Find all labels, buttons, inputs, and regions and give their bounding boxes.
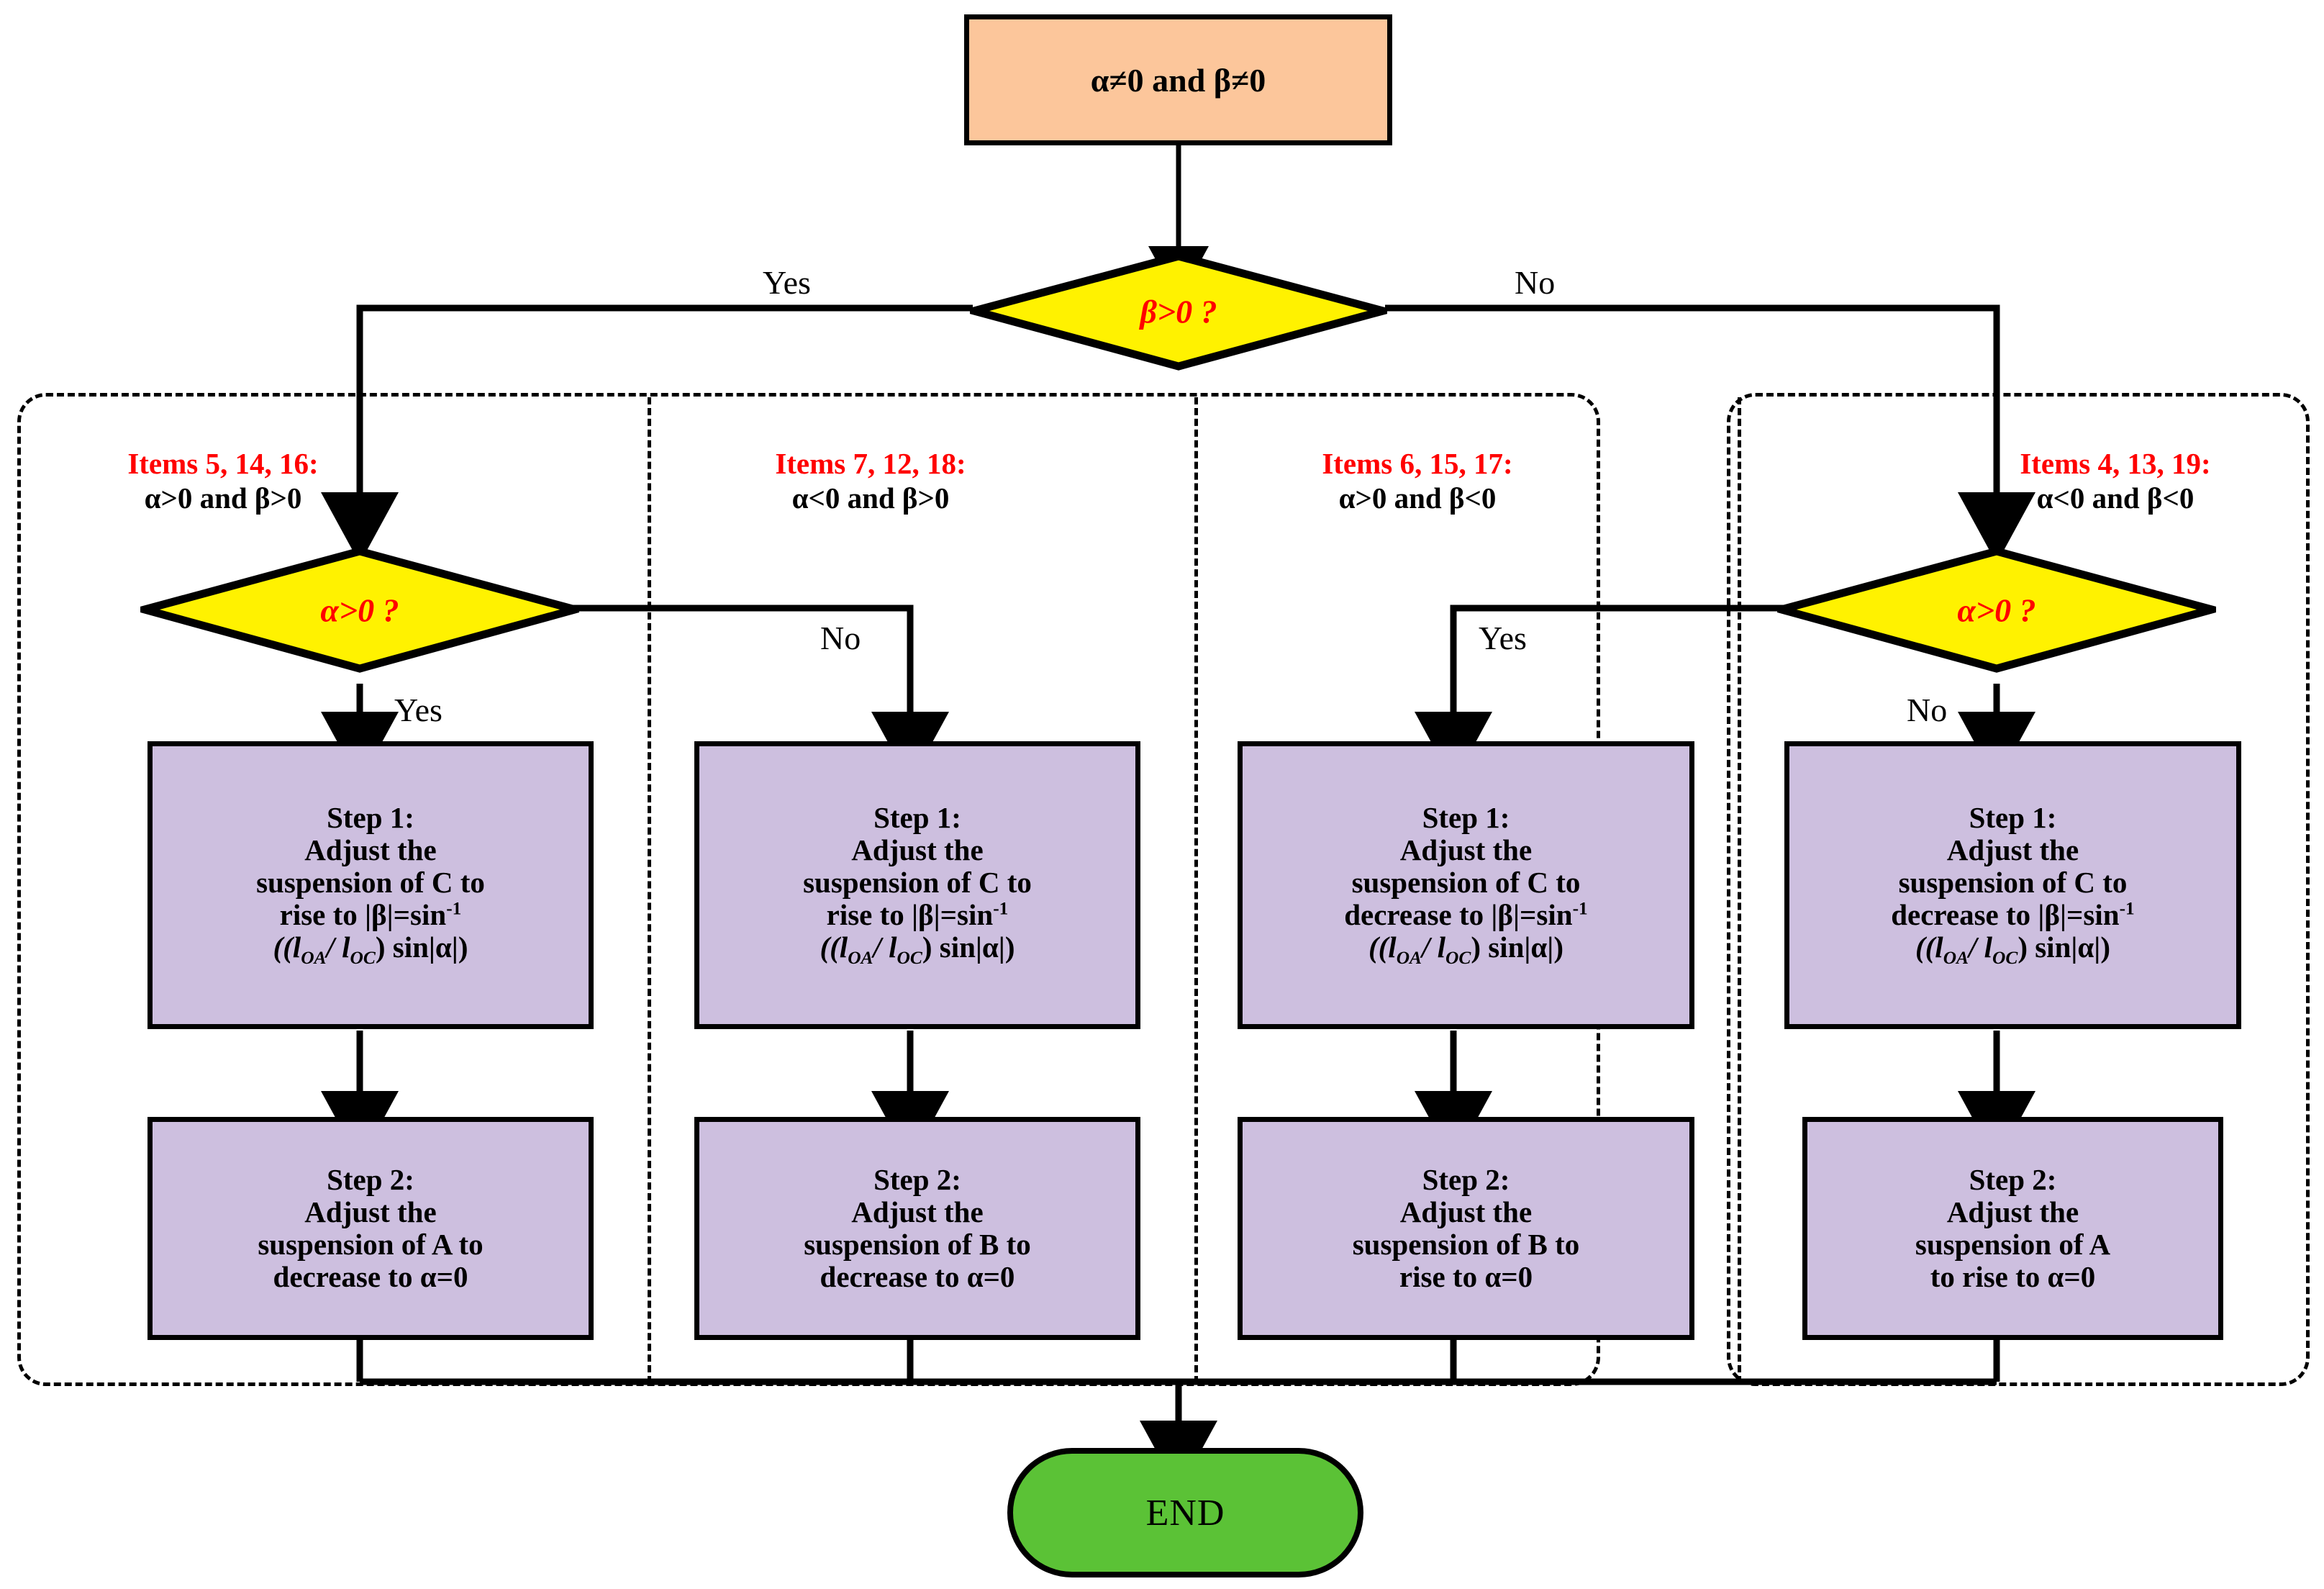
step1-line2-col2: suspension of C to xyxy=(803,865,1032,899)
step1-line4-col4: ((lOA/ lOC) sin|α|) xyxy=(1915,931,2110,969)
step2-heading-col2: Step 2: xyxy=(873,1162,961,1196)
step1-heading-col3: Step 1: xyxy=(1422,800,1510,834)
step1-box-col3[interactable]: Step 1: Adjust the suspension of C to de… xyxy=(1238,741,1694,1029)
step2-heading-col1: Step 2: xyxy=(327,1162,414,1196)
step2-line2-col2: suspension of B to xyxy=(804,1228,1031,1261)
step1-line3-col3: decrease to |β|=sin-1 xyxy=(1344,898,1588,932)
step2-line1-col4: Adjust the xyxy=(1946,1195,2079,1228)
start-node[interactable]: α≠0 and β≠0 xyxy=(964,14,1392,145)
step1-line3-col1: rise to |β|=sin-1 xyxy=(279,898,462,932)
edge-label-root-yes: Yes xyxy=(763,264,811,301)
edge-label-left-yes: Yes xyxy=(394,692,442,728)
step1-line1-col2: Adjust the xyxy=(851,833,984,866)
step1-line4-col3: ((lOA/ lOC) sin|α|) xyxy=(1368,931,1563,969)
items-condition-col3: α>0 and β<0 xyxy=(1338,481,1497,515)
step2-line3-col4: to rise to α=0 xyxy=(1930,1260,2096,1294)
step2-heading-col4: Step 2: xyxy=(1969,1162,2057,1196)
step1-box-col1[interactable]: Step 1: Adjust the suspension of C to ri… xyxy=(147,741,594,1029)
step1-box-col4[interactable]: Step 1: Adjust the suspension of C to de… xyxy=(1784,741,2241,1029)
end-node[interactable]: END xyxy=(1007,1448,1363,1577)
step1-line1-col4: Adjust the xyxy=(1946,833,2079,866)
items-condition-col2: α<0 and β>0 xyxy=(791,481,950,515)
step2-line1-col3: Adjust the xyxy=(1399,1195,1533,1228)
step1-line4-col1: ((lOA/ lOC) sin|α|) xyxy=(273,931,468,969)
group-box-right xyxy=(1727,393,2310,1386)
items-label-col4: Items 4, 13, 19: α<0 and β<0 xyxy=(1935,446,2295,516)
step1-box-col2[interactable]: Step 1: Adjust the suspension of C to ri… xyxy=(694,741,1140,1029)
items-title-col1: Items 5, 14, 16: xyxy=(127,447,319,480)
items-condition-col4: α<0 and β<0 xyxy=(2036,481,2194,515)
step1-line2-col3: suspension of C to xyxy=(1351,865,1581,899)
step2-box-col2[interactable]: Step 2: Adjust the suspension of B to de… xyxy=(694,1117,1140,1340)
step2-line1-col1: Adjust the xyxy=(304,1195,437,1228)
items-label-col1: Items 5, 14, 16: α>0 and β>0 xyxy=(43,446,403,516)
step2-line3-col3: rise to α=0 xyxy=(1399,1260,1533,1294)
step1-line3-col4: decrease to |β|=sin-1 xyxy=(1891,898,2135,932)
step2-box-col4[interactable]: Step 2: Adjust the suspension of A to ri… xyxy=(1802,1117,2223,1340)
step2-line3-col2: decrease to α=0 xyxy=(820,1260,1015,1294)
step2-line2-col4: suspension of A xyxy=(1915,1228,2111,1261)
step1-line1-col1: Adjust the xyxy=(304,833,437,866)
items-title-col2: Items 7, 12, 18: xyxy=(775,447,966,480)
step1-line1-col3: Adjust the xyxy=(1399,833,1533,866)
step1-line3-col2: rise to |β|=sin-1 xyxy=(826,898,1009,932)
decision-alpha-gt-0-right[interactable]: α>0 ? xyxy=(1766,547,2227,673)
lane-divider-3 xyxy=(1738,397,1741,1383)
step2-box-col1[interactable]: Step 2: Adjust the suspension of A to de… xyxy=(147,1117,594,1340)
step2-line1-col2: Adjust the xyxy=(851,1195,984,1228)
end-node-label: END xyxy=(1145,1492,1225,1534)
step1-line2-col1: suspension of C to xyxy=(256,865,485,899)
lane-divider-2 xyxy=(1194,397,1198,1383)
edge-label-right-yes: Yes xyxy=(1479,620,1527,656)
edge-label-right-no: No xyxy=(1907,692,1948,728)
lane-divider-1 xyxy=(648,397,651,1383)
step2-box-col3[interactable]: Step 2: Adjust the suspension of B to ri… xyxy=(1238,1117,1694,1340)
step2-line2-col1: suspension of A to xyxy=(258,1228,484,1261)
step1-line2-col4: suspension of C to xyxy=(1898,865,2128,899)
diamond-shape xyxy=(958,252,1399,371)
diamond-shape xyxy=(1766,547,2227,673)
step1-heading-col4: Step 1: xyxy=(1969,800,2057,834)
items-label-col3: Items 6, 15, 17: α>0 and β<0 xyxy=(1238,446,1597,516)
items-label-col2: Items 7, 12, 18: α<0 and β>0 xyxy=(691,446,1050,516)
step1-heading-col2: Step 1: xyxy=(873,800,961,834)
start-node-label: α≠0 and β≠0 xyxy=(1090,61,1266,99)
edge-label-left-no: No xyxy=(820,620,861,656)
step2-heading-col3: Step 2: xyxy=(1422,1162,1510,1196)
items-title-col4: Items 4, 13, 19: xyxy=(2020,447,2211,480)
step1-line4-col2: ((lOA/ lOC) sin|α|) xyxy=(820,931,1015,969)
step2-line3-col1: decrease to α=0 xyxy=(273,1260,468,1294)
decision-alpha-gt-0-left[interactable]: α>0 ? xyxy=(130,547,590,673)
step2-line2-col3: suspension of B to xyxy=(1352,1228,1580,1261)
diamond-shape xyxy=(130,547,590,673)
items-title-col3: Items 6, 15, 17: xyxy=(1322,447,1513,480)
step1-heading-col1: Step 1: xyxy=(327,800,414,834)
edge-label-root-no: No xyxy=(1515,264,1556,301)
items-condition-col1: α>0 and β>0 xyxy=(144,481,302,515)
decision-beta-gt-0[interactable]: β>0 ? xyxy=(958,252,1399,371)
